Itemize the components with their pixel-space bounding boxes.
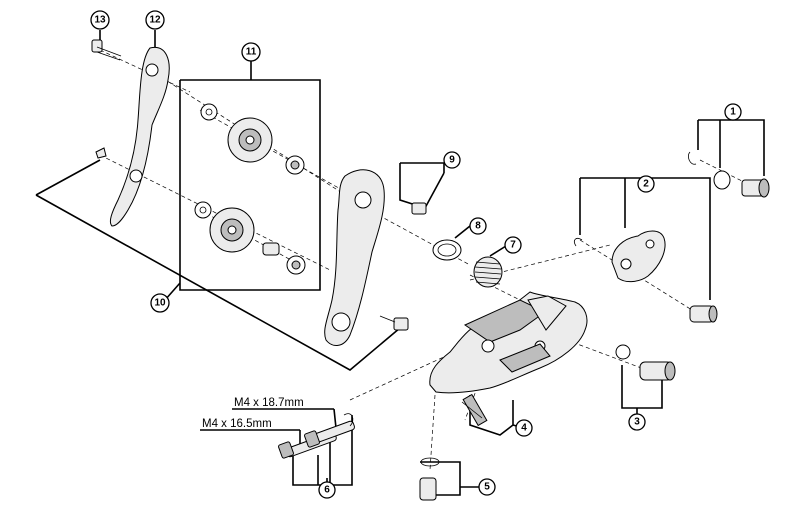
callout-9: 9 — [443, 151, 461, 169]
seal-ring — [432, 239, 462, 261]
cable-adjust-bolt — [639, 361, 676, 381]
fixing-bolts — [278, 413, 355, 459]
callout-number: 2 — [643, 179, 649, 190]
stopper-pin — [95, 147, 107, 159]
callout-12: 12 — [145, 10, 165, 30]
callout-11: 11 — [241, 42, 261, 62]
outer-plate-hole — [145, 63, 159, 77]
axle-bolt — [741, 178, 770, 198]
callout-number: 13 — [94, 15, 106, 26]
bracket-bolt — [689, 305, 718, 323]
callout-7: 7 — [504, 236, 522, 254]
pulley-bolt — [91, 39, 122, 61]
callout-number: 12 — [149, 15, 161, 26]
callout-8: 8 — [469, 217, 487, 235]
callout-3: 3 — [628, 413, 646, 431]
group-brackets — [35, 30, 765, 496]
stroke-adjust-screw — [461, 393, 488, 427]
snap-ring — [688, 151, 697, 165]
guide-pulley — [200, 103, 305, 175]
callout-number: 10 — [154, 298, 166, 309]
callout-number: 9 — [449, 155, 455, 166]
callout-2: 2 — [637, 175, 655, 193]
callout-number: 11 — [246, 47, 257, 58]
callout-number: 4 — [521, 423, 527, 434]
spec-bolt-long: M4 x 18.7mm — [234, 397, 304, 409]
callout-6: 6 — [318, 481, 336, 499]
callout-13: 13 — [90, 10, 110, 30]
callout-number: 3 — [634, 417, 640, 428]
inner-cage-plate — [324, 169, 385, 346]
adjust-washer — [615, 344, 631, 360]
callout-4: 4 — [515, 419, 533, 437]
callout-5: 5 — [478, 478, 496, 496]
outer-plate-hole — [129, 169, 143, 183]
outer-cage-plate — [109, 46, 170, 227]
b-tension-screw — [419, 457, 440, 501]
snap-ring — [574, 238, 583, 247]
callout-number: 7 — [510, 240, 516, 251]
callout-number: 5 — [484, 482, 490, 493]
cage-stop-bolt — [379, 315, 409, 331]
tension-pulley — [194, 201, 306, 275]
callout-1: 1 — [724, 103, 742, 121]
spec-bolt-short: M4 x 16.5mm — [202, 418, 272, 430]
callout-number: 1 — [730, 107, 736, 118]
washer — [713, 170, 731, 190]
callout-10: 10 — [150, 293, 170, 313]
plate-screw — [411, 202, 427, 215]
callout-number: 8 — [475, 221, 481, 232]
callout-number: 6 — [324, 485, 330, 496]
bracket-unit — [611, 230, 666, 283]
tension-spring — [473, 256, 503, 288]
